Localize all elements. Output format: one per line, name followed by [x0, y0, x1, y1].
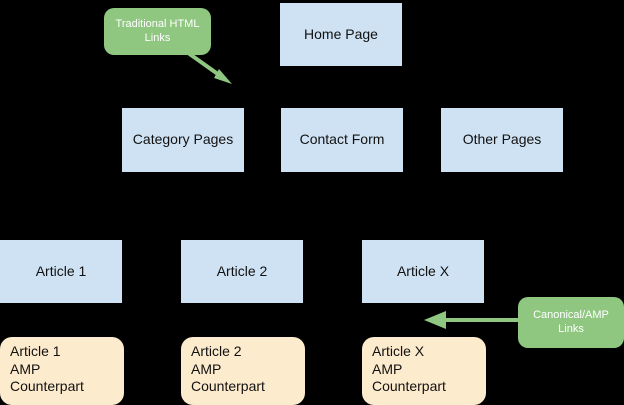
node-article-2[interactable]: Article 2 [181, 240, 303, 303]
callout-canonical-amp-links[interactable]: Canonical/AMP Links [518, 297, 624, 348]
node-article-1-amp[interactable]: Article 1 AMP Counterpart [0, 337, 124, 405]
traditional-html-links-arrow [182, 48, 232, 84]
node-category-pages[interactable]: Category Pages [122, 108, 244, 172]
node-article-2-amp-label: Article 2 AMP Counterpart [191, 343, 265, 394]
callout-traditional-html-links[interactable]: Traditional HTML Links [104, 8, 211, 55]
node-contact-form-label: Contact Form [299, 131, 385, 148]
node-article-x-amp[interactable]: Article X AMP Counterpart [362, 337, 486, 405]
node-article-1-amp-label: Article 1 AMP Counterpart [10, 343, 84, 394]
node-home-page[interactable]: Home Page [280, 3, 402, 66]
node-home-page-label: Home Page [304, 25, 378, 42]
canonical-amp-links-arrow [424, 311, 518, 329]
node-article-1[interactable]: Article 1 [0, 240, 122, 303]
callout-traditional-html-links-label: Traditional HTML Links [115, 17, 200, 44]
node-article-2-label: Article 2 [216, 262, 268, 279]
node-article-x-label: Article X [396, 262, 450, 279]
node-contact-form[interactable]: Contact Form [281, 108, 403, 172]
node-article-1-label: Article 1 [35, 262, 87, 279]
node-article-x[interactable]: Article X [362, 240, 484, 303]
node-other-pages[interactable]: Other Pages [441, 108, 563, 172]
node-other-pages-label: Other Pages [462, 131, 542, 148]
node-category-pages-label: Category Pages [132, 131, 234, 148]
node-article-2-amp[interactable]: Article 2 AMP Counterpart [181, 337, 305, 405]
node-article-x-amp-label: Article X AMP Counterpart [372, 343, 446, 394]
callout-canonical-amp-links-label: Canonical/AMP Links [533, 308, 609, 335]
